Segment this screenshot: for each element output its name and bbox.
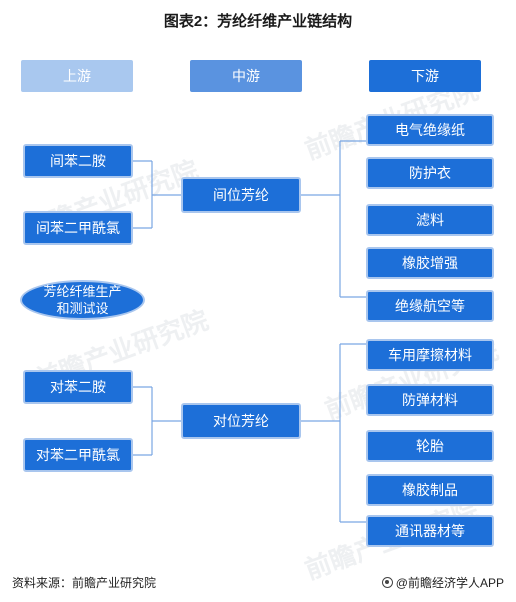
brand-label: @前瞻经济学人APP — [395, 576, 504, 590]
downstream-node: 轮胎 — [366, 430, 494, 462]
brand-credit: @前瞻经济学人APP — [381, 574, 504, 591]
downstream-node: 通讯器材等 — [366, 515, 494, 547]
stage-header-midstream: 中游 — [190, 60, 302, 92]
downstream-node: 防弹材料 — [366, 384, 494, 416]
downstream-node: 橡胶增强 — [366, 247, 494, 279]
downstream-node: 绝缘航空等 — [366, 290, 494, 322]
process-oval: 芳纶纤维生产和测试设 — [20, 280, 145, 320]
stage-header-upstream: 上游 — [21, 60, 133, 92]
upstream-node: 对苯二胺 — [23, 370, 133, 404]
midstream-node: 对位芳纶 — [181, 403, 301, 439]
stage-header-downstream: 下游 — [369, 60, 481, 92]
upstream-node: 间苯二甲酰氯 — [23, 211, 133, 245]
upstream-node: 间苯二胺 — [23, 144, 133, 178]
process-label: 芳纶纤维生产和测试设 — [43, 284, 122, 316]
brand-logo-icon — [381, 577, 393, 588]
upstream-node: 对苯二甲酰氯 — [23, 438, 133, 472]
downstream-node: 电气绝缘纸 — [366, 114, 494, 146]
downstream-node: 橡胶制品 — [366, 474, 494, 506]
source-note: 资料来源：前瞻产业研究院 — [12, 576, 157, 590]
downstream-node: 车用摩擦材料 — [366, 339, 494, 371]
downstream-node: 防护衣 — [366, 157, 494, 189]
midstream-node: 间位芳纶 — [181, 177, 301, 213]
downstream-node: 滤料 — [366, 204, 494, 236]
chart-title: 图表2：芳纶纤维产业链结构 — [163, 13, 353, 30]
